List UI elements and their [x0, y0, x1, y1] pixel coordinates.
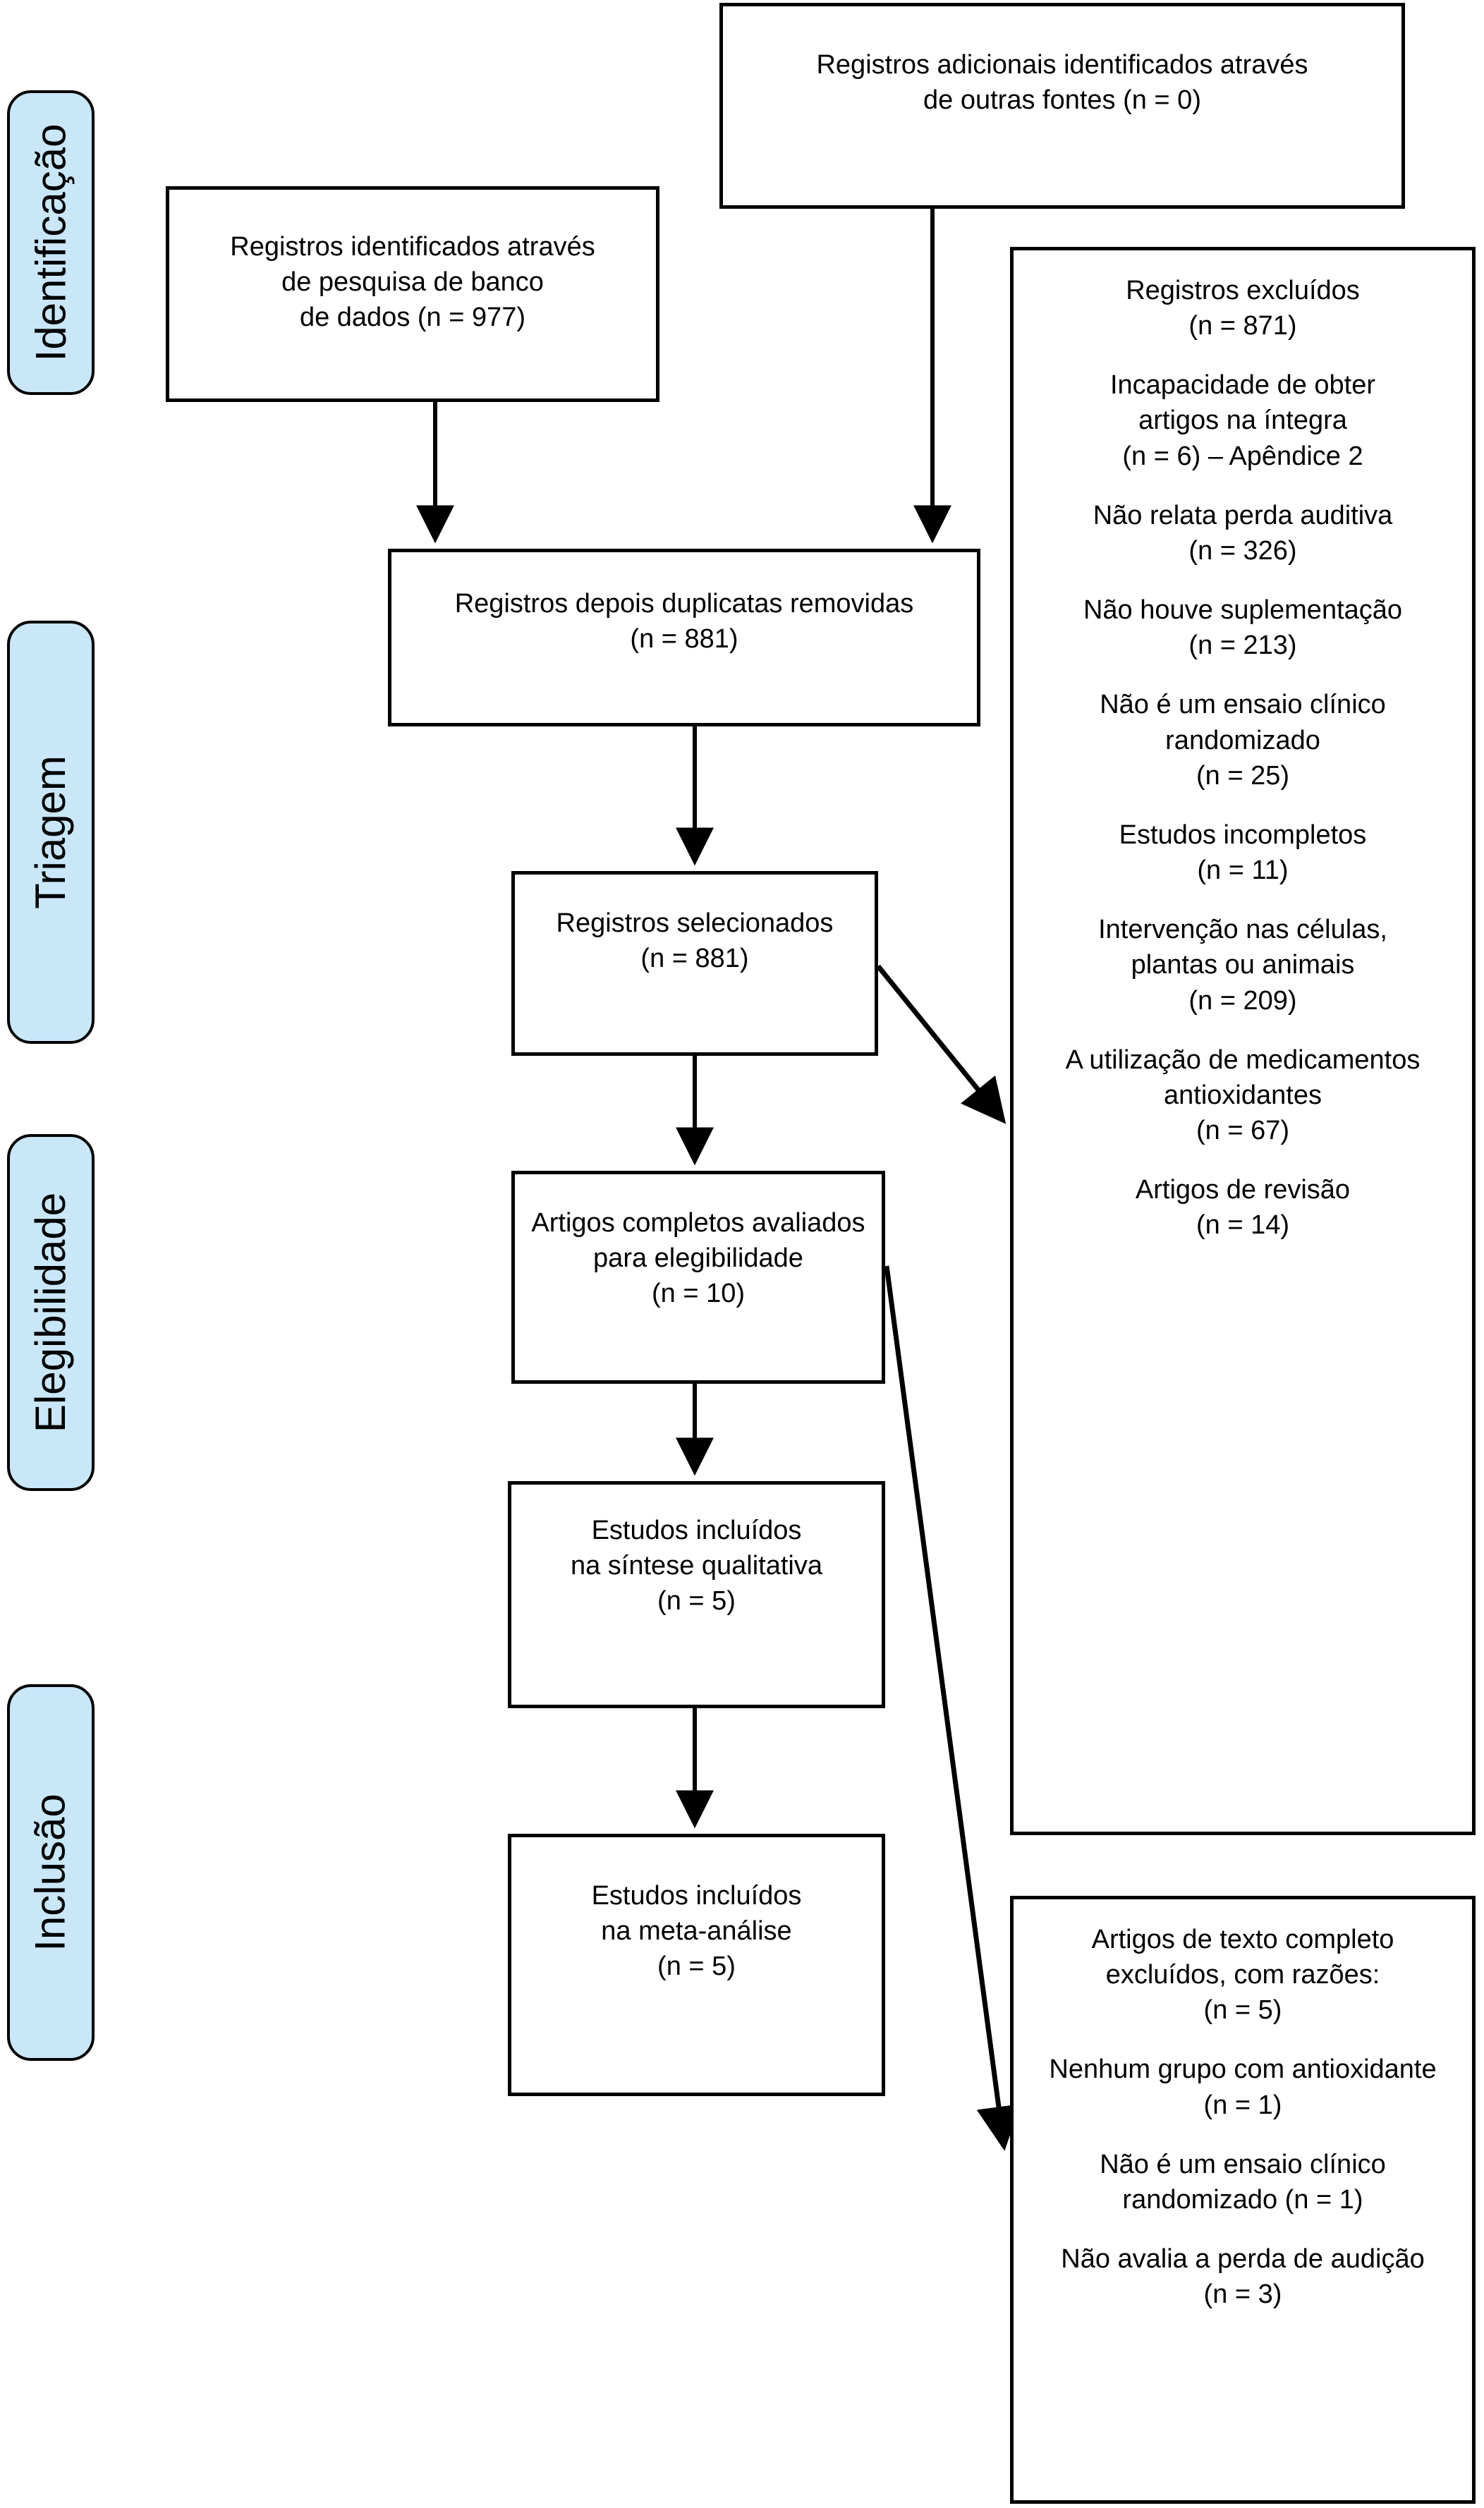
phase-label-elegibilidade: Elegibilidade: [7, 1134, 95, 1491]
excluded-reason: Não relata perda auditiva (n = 326): [1093, 500, 1393, 566]
node-database-records-text: Registros identificados através de pesqu…: [230, 232, 595, 333]
connector-screened-to-excluded: [876, 964, 1006, 1124]
node-meta-analysis: Estudos incluídos na meta-análise (n = 5…: [508, 1834, 885, 2096]
excluded-reason: Não é um ensaio clínico randomizado (n =…: [1100, 690, 1386, 791]
connector-fulltext-to-fulltext-excluded: [884, 1265, 1021, 2151]
node-fulltext-assessed-text: Artigos completos avaliados para elegibi…: [531, 1208, 865, 1309]
node-records-excluded-list: Registros excluídos (n = 871) Incapacidad…: [1014, 250, 1472, 1243]
node-records-excluded: Registros excluídos (n = 871) Incapacidad…: [1010, 247, 1476, 1835]
excluded-reason: Incapacidade de obter artigos na íntegra…: [1109, 370, 1376, 471]
node-meta-analysis-text: Estudos incluídos na meta-análise (n = 5…: [591, 1881, 802, 1982]
excluded-reason: Registros excluídos (n = 871): [1126, 276, 1360, 341]
excluded-reason: Estudos incompletos (n = 11): [1119, 820, 1367, 886]
node-records-after-duplicates: Registros depois duplicatas removidas (n…: [388, 549, 980, 726]
fulltext-excluded-reason: Não avalia a perda de audição (n = 3): [1061, 2244, 1425, 2310]
node-qualitative-synthesis: Estudos incluídos na síntese qualitativa…: [508, 1481, 885, 1708]
node-fulltext-excluded: Artigos de texto completo excluídos, com…: [1010, 1896, 1476, 2504]
excluded-reason: Intervenção nas células, plantas ou anim…: [1098, 915, 1387, 1016]
node-records-screened: Registros selecionados (n = 881): [511, 871, 878, 1056]
excluded-reason: A utilização de medicamentos antioxidant…: [1065, 1045, 1421, 1145]
node-additional-records: Registros adicionais identificados atrav…: [719, 3, 1405, 209]
phase-label-text: Identificação: [27, 123, 75, 362]
fulltext-excluded-reason: Artigos de texto completo excluídos, com…: [1091, 1925, 1394, 2026]
node-records-after-duplicates-text: Registros depois duplicatas removidas (n…: [454, 589, 914, 655]
fulltext-excluded-reason: Não é um ensaio clínico randomizado (n =…: [1100, 2149, 1386, 2215]
node-fulltext-assessed: Artigos completos avaliados para elegibi…: [511, 1171, 885, 1384]
phase-label-identificacao: Identificação: [7, 90, 95, 395]
node-additional-records-text: Registros adicionais identificados atrav…: [816, 50, 1308, 116]
phase-label-text: Triagem: [27, 755, 75, 909]
node-records-screened-text: Registros selecionados (n = 881): [556, 908, 834, 974]
excluded-reason: Artigos de revisão (n = 14): [1135, 1175, 1351, 1241]
phase-label-text: Inclusão: [27, 1794, 75, 1952]
node-qualitative-synthesis-text: Estudos incluídos na síntese qualitativa…: [570, 1516, 822, 1617]
phase-label-inclusao: Inclusão: [7, 1684, 95, 2061]
excluded-reason: Não houve suplementação (n = 213): [1083, 595, 1403, 661]
phase-label-triagem: Triagem: [7, 621, 95, 1044]
node-fulltext-excluded-list: Artigos de texto completo excluídos, com…: [1014, 1899, 1472, 2312]
fulltext-excluded-reason: Nenhum grupo com antioxidante (n = 1): [1049, 2055, 1437, 2120]
node-database-records: Registros identificados através de pesqu…: [166, 186, 659, 402]
phase-label-text: Elegibilidade: [27, 1192, 75, 1433]
